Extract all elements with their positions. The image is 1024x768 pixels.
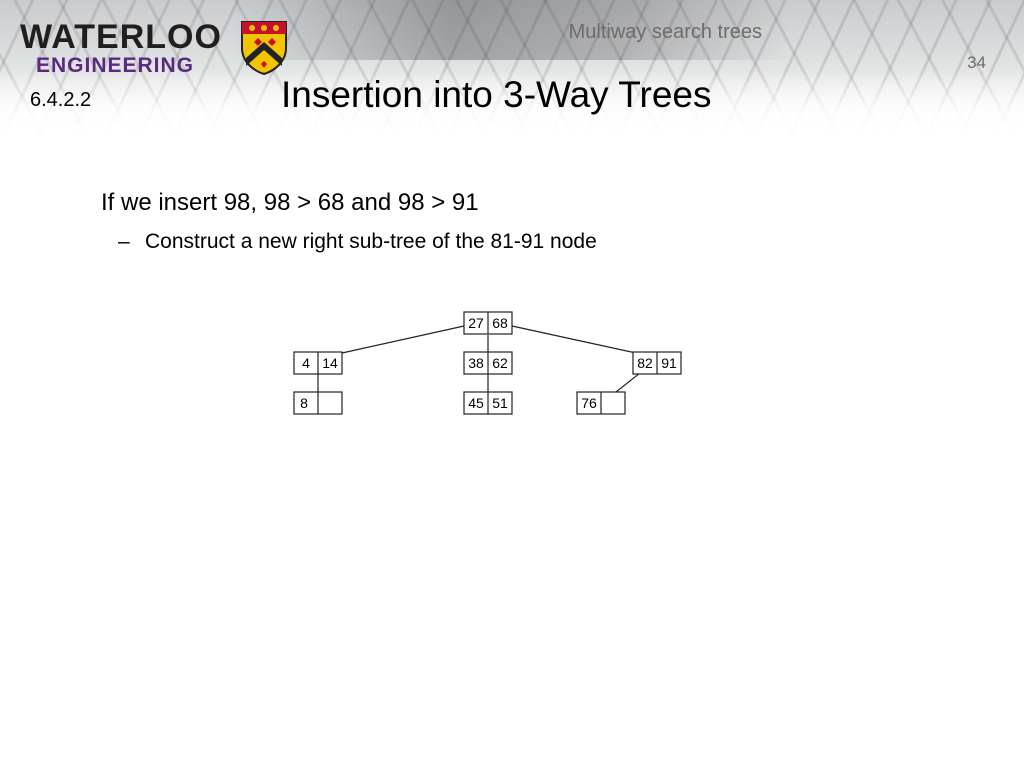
bullet-level2: –Construct a new right sub-tree of the 8… bbox=[118, 230, 597, 254]
node-key: 91 bbox=[661, 355, 677, 371]
edge-right-child bbox=[615, 372, 641, 393]
node-key: 82 bbox=[637, 355, 653, 371]
node-key: 4 bbox=[302, 355, 310, 371]
node-key: 76 bbox=[581, 395, 597, 411]
node-key: 8 bbox=[300, 395, 308, 411]
bullet-text: If we insert 98, 98 > 68 and 98 > 91 bbox=[101, 189, 479, 216]
edge-root-left bbox=[341, 325, 465, 354]
three-way-tree-diagram: 27 68 4 14 38 62 82 91 8 45 51 76 bbox=[293, 311, 682, 415]
node-key: 51 bbox=[492, 395, 508, 411]
node-key: 27 bbox=[468, 315, 484, 331]
header-shade bbox=[230, 0, 790, 60]
slide-title: Insertion into 3-Way Trees bbox=[281, 74, 712, 115]
bullet-text: Construct a new right sub-tree of the 81… bbox=[145, 230, 597, 253]
section-number: 6.4.2.2 bbox=[30, 89, 92, 111]
bullet-dash: – bbox=[118, 230, 130, 253]
slide-topic: Multiway search trees bbox=[568, 21, 762, 43]
logo-waterloo: WATERLOO bbox=[20, 18, 222, 56]
node-key: 68 bbox=[492, 315, 508, 331]
node-key: 14 bbox=[322, 355, 338, 371]
bullet-level1: If we insert 98, 98 > 68 and 98 > 91 bbox=[101, 189, 479, 217]
node-key: 45 bbox=[468, 395, 484, 411]
node-key: 62 bbox=[492, 355, 508, 371]
node-key: 38 bbox=[468, 355, 484, 371]
edge-root-right bbox=[511, 325, 637, 354]
logo-engineering: ENGINEERING bbox=[36, 54, 195, 77]
slide-number: 34 bbox=[967, 53, 986, 72]
header-fade bbox=[0, 70, 1024, 140]
university-crest-icon bbox=[241, 21, 287, 76]
